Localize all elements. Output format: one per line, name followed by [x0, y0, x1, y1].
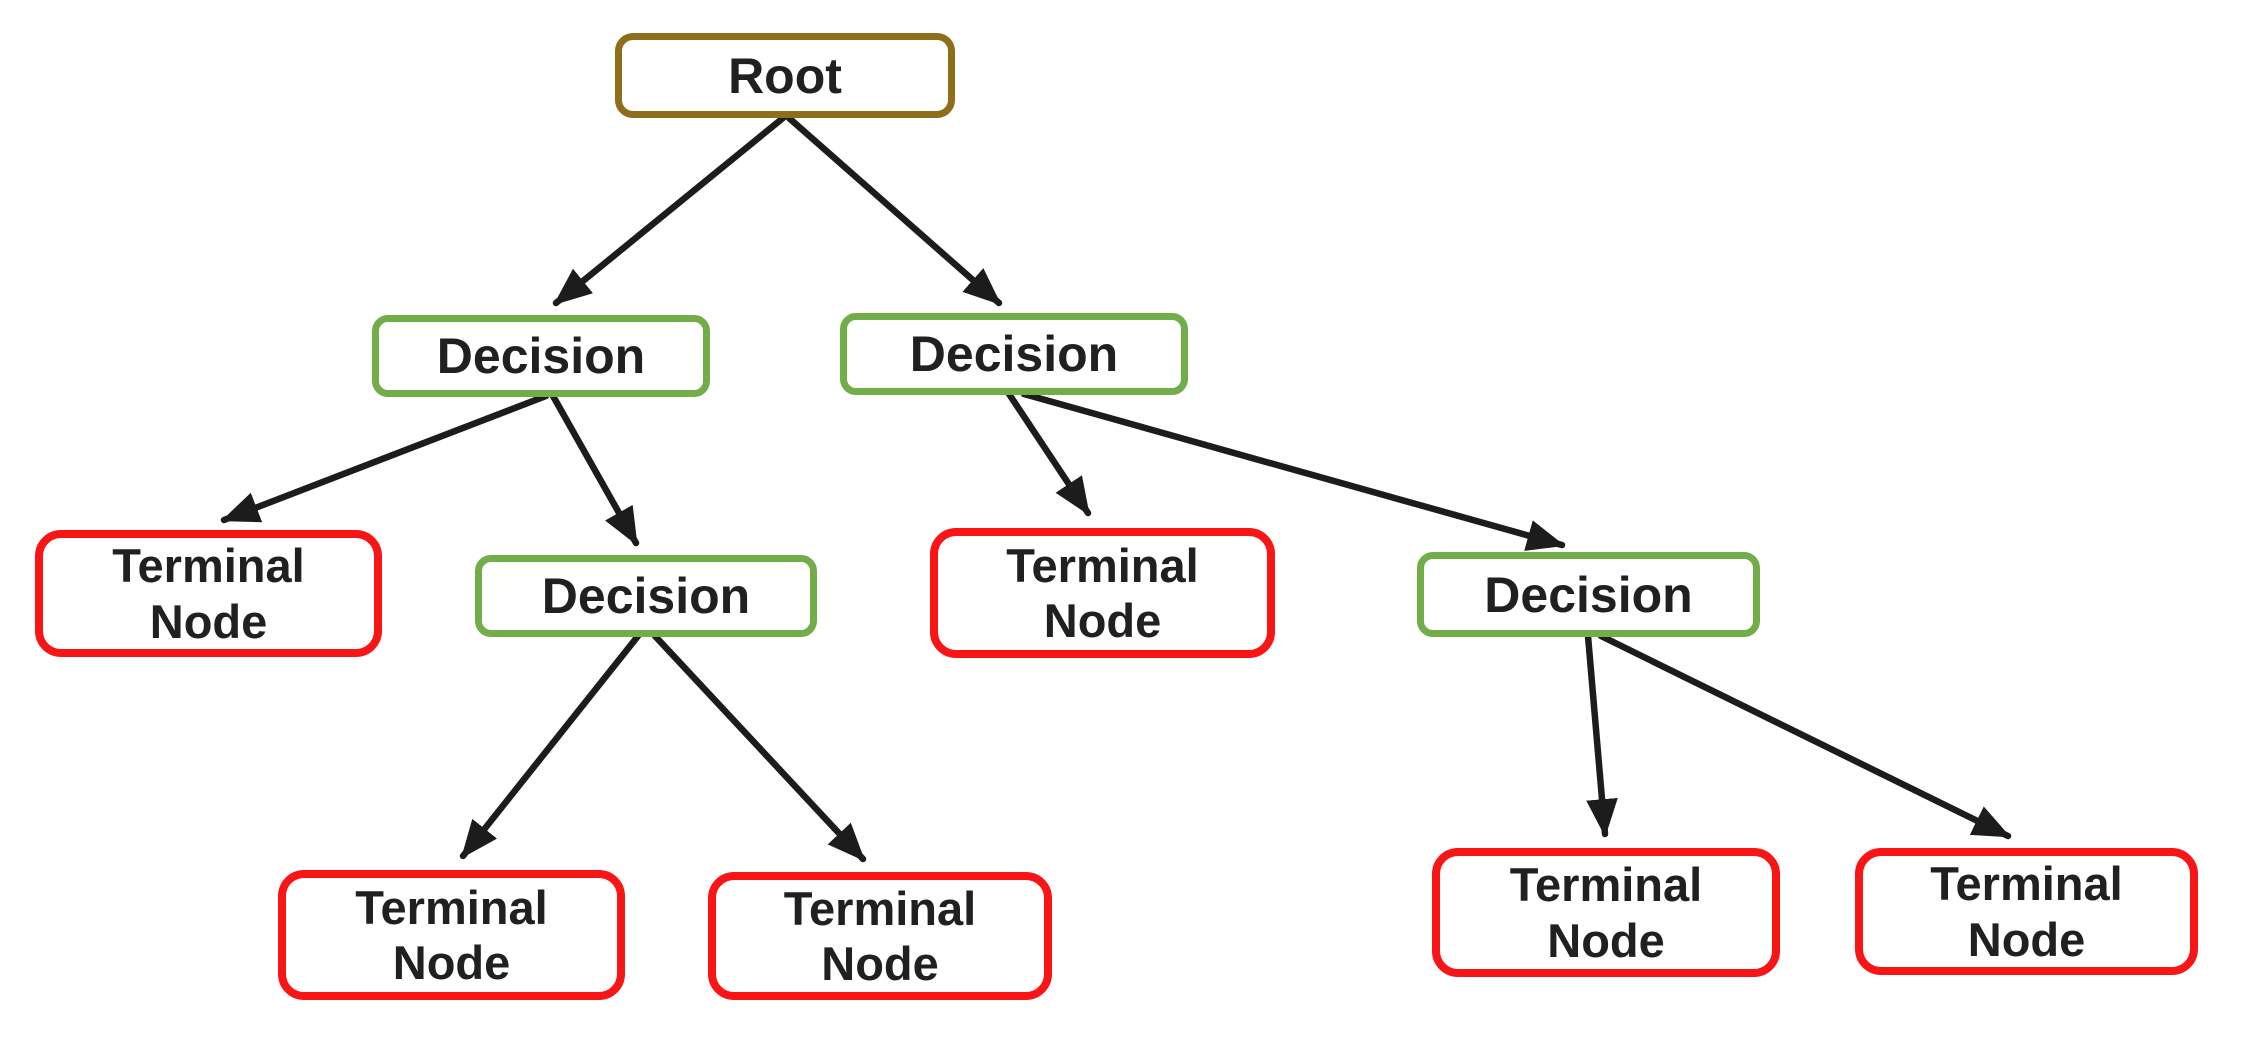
edge-root-to-decision-left — [552, 114, 787, 307]
node-root-label: Root — [728, 47, 842, 104]
node-terminal-mid-label-line2: Node — [1043, 594, 1162, 647]
node-terminal-bottom-right-1: Terminal Node — [1432, 848, 1780, 977]
node-terminal-bottom-left-1-label-line2: Node — [392, 936, 511, 989]
node-terminal-bottom-right-2: Terminal Node — [1855, 848, 2198, 975]
node-terminal-far-left-label-line2: Node — [149, 594, 268, 648]
node-terminal-bottom-right-1-label-line1: Terminal — [1509, 858, 1703, 912]
node-decision-mid: Decision — [475, 555, 817, 637]
edge-decision-mid-to-terminal-bottom-left-1 — [459, 632, 642, 860]
node-decision-mid-label: Decision — [541, 568, 751, 624]
node-terminal-bottom-left-2-label-line2: Node — [821, 937, 939, 990]
node-terminal-bottom-right-2-label-line1: Terminal — [1930, 857, 2123, 911]
edge-root-to-decision-right — [785, 114, 1003, 307]
edge-decision-lower-right-to-terminal-bottom-right-2 — [1597, 632, 2012, 840]
node-terminal-mid-label-line1: Terminal — [1006, 538, 1199, 592]
node-terminal-bottom-right-2-label-line2: Node — [1967, 912, 2086, 966]
edge-decision-right-to-terminal-mid — [1005, 390, 1092, 517]
node-terminal-far-left: Terminal Node — [35, 530, 382, 657]
node-terminal-bottom-left-2: Terminal Node — [708, 872, 1052, 1000]
edge-decision-left-to-terminal-far-left — [220, 392, 550, 524]
node-terminal-bottom-right-1-label-line2: Node — [1547, 913, 1665, 967]
node-decision-right: Decision — [840, 313, 1188, 395]
node-root: Root — [615, 33, 955, 118]
edge-decision-mid-to-terminal-bottom-left-2 — [651, 632, 867, 863]
node-decision-lower-right-label: Decision — [1484, 566, 1693, 623]
node-terminal-far-left-label-line1: Terminal — [112, 539, 305, 593]
node-terminal-mid: Terminal Node — [930, 528, 1275, 658]
edge-decision-right-to-decision-lower-right — [1020, 390, 1566, 551]
edge-decision-lower-right-to-terminal-bottom-right-1 — [1584, 632, 1618, 838]
node-decision-lower-right: Decision — [1417, 552, 1760, 637]
node-decision-left-label: Decision — [436, 328, 646, 384]
node-terminal-bottom-left-2-label-line1: Terminal — [783, 881, 977, 935]
node-terminal-bottom-left-1: Terminal Node — [278, 870, 625, 1000]
node-terminal-bottom-left-1-label-line1: Terminal — [355, 880, 548, 934]
edge-decision-left-to-decision-mid — [549, 392, 640, 547]
node-decision-left: Decision — [372, 315, 710, 397]
node-decision-right-label: Decision — [909, 326, 1119, 382]
